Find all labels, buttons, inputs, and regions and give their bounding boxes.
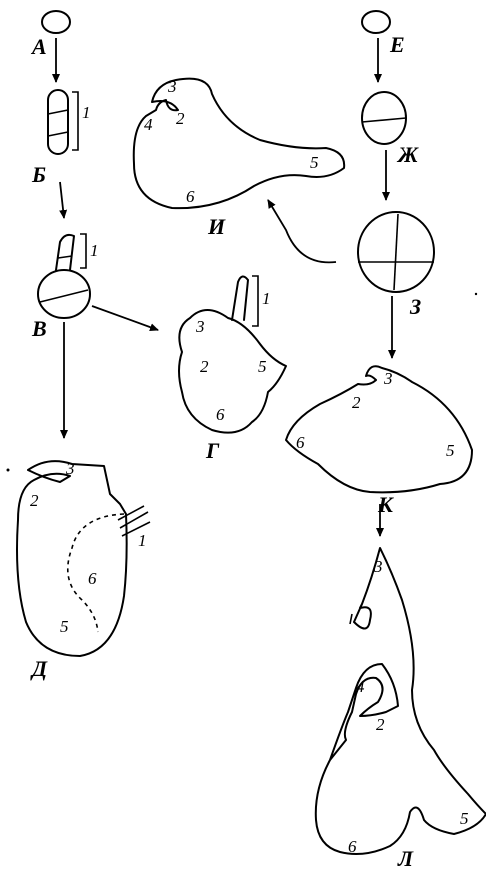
part-label-4-i: 4 (144, 115, 153, 134)
part-label-5-l: 5 (460, 809, 469, 828)
stage-label-d: Д (30, 656, 48, 681)
stage-label-z: З (409, 294, 421, 319)
part-label-1-b: 1 (82, 103, 91, 122)
spore-e (361, 10, 391, 34)
part-label-6-d: 6 (88, 569, 97, 588)
stage-label-k: К (377, 492, 394, 517)
spore-a (41, 10, 71, 34)
stage-label-v: В (31, 316, 47, 341)
stage-label-e: Е (389, 32, 405, 57)
part-label-3-l: 3 (373, 557, 383, 576)
part-label-2-i: 2 (176, 109, 185, 128)
part-label-1-d: 1 (138, 531, 147, 550)
arrow-v-g (91, 305, 159, 332)
part-label-2-g: 2 (200, 357, 209, 376)
part-label-5-k: 5 (446, 441, 455, 460)
part-label-5-g: 5 (258, 357, 267, 376)
part-label-2-d: 2 (30, 491, 39, 510)
plate-l (314, 547, 486, 855)
stage-label-l: Л (397, 846, 414, 871)
stage-label-i: И (207, 214, 226, 239)
filament-b (47, 89, 79, 155)
cell-z (357, 211, 435, 293)
part-label-5-i: 5 (310, 153, 319, 172)
part-label-3-k: 3 (383, 369, 393, 388)
stage-label-zh: Ж (396, 142, 419, 167)
part-label-3-i: 3 (167, 77, 177, 96)
part-label-1-v: 1 (90, 241, 99, 260)
dot-mark-right (474, 292, 478, 296)
part-label-4-l: 4 (356, 677, 365, 696)
part-label-3-d: 3 (65, 459, 75, 478)
stage-label-b: Б (31, 162, 46, 187)
part-label-6-i: 6 (186, 187, 195, 206)
dot-mark (6, 468, 10, 472)
plate-g (178, 275, 287, 434)
part-label-1-g: 1 (262, 289, 271, 308)
part-label-6-g: 6 (216, 405, 225, 424)
arrow-b-v (59, 181, 68, 219)
part-label-6-l: 6 (348, 837, 357, 856)
part-label-2-k: 2 (352, 393, 361, 412)
plate-k (285, 365, 473, 494)
stage-label-a: А (30, 34, 47, 59)
arrow-z-i (267, 199, 337, 264)
part-label-5-d: 5 (60, 617, 69, 636)
plate-i (132, 77, 346, 210)
part-label-2-l: 2 (376, 715, 385, 734)
stage-label-g: Г (205, 438, 220, 463)
prothallus-d (16, 460, 151, 657)
cell-zh (361, 91, 407, 145)
germling-v (37, 233, 91, 319)
part-label-3-g: 3 (195, 317, 205, 336)
part-label-6-k: 6 (296, 433, 305, 452)
